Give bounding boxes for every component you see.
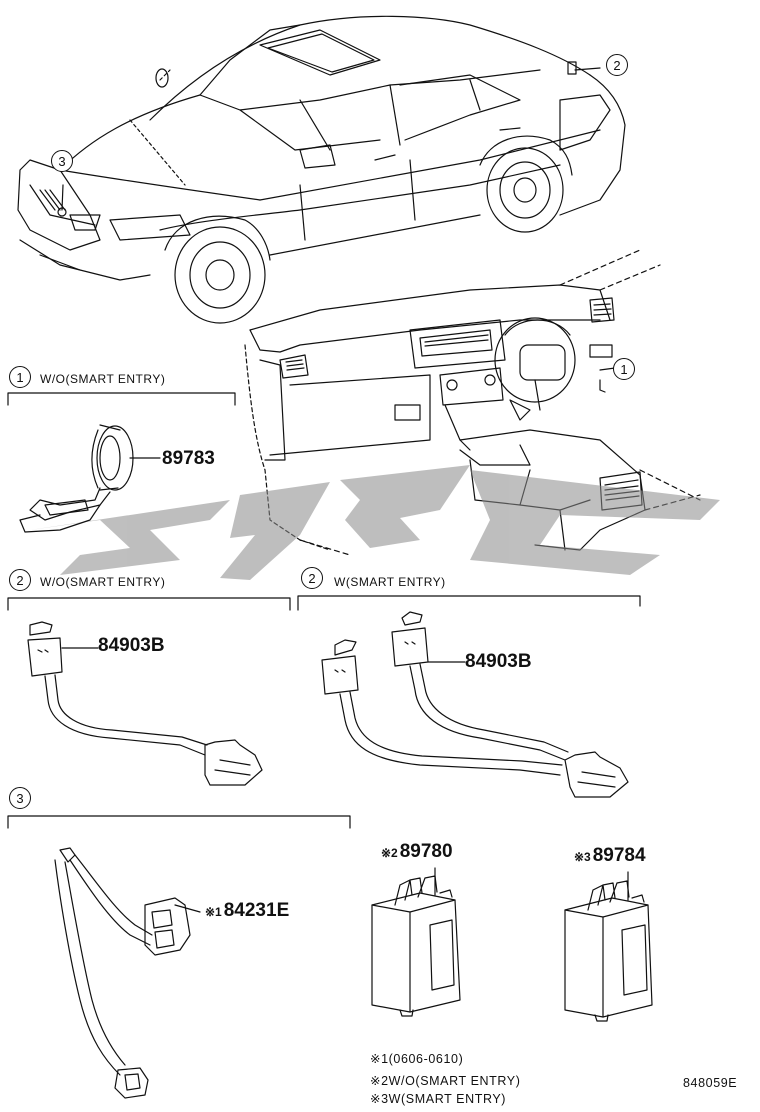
footnote-3-text: W(SMART ENTRY) — [388, 1092, 507, 1106]
callout-1-dash: 1 — [613, 358, 635, 380]
part-number-89783: 89783 — [162, 448, 215, 469]
section-2a-bracket — [7, 597, 291, 611]
diagram-code: 848059E — [683, 1076, 738, 1090]
watermark — [30, 465, 720, 580]
note-mark-1: ※1 — [205, 905, 222, 919]
section-2b-number: 2 — [301, 567, 323, 589]
footnote-3-mark: ※3 — [370, 1092, 389, 1106]
part-89780-drawing — [371, 867, 461, 1017]
note-mark-3: ※3 — [574, 850, 591, 864]
car-illustration — [17, 15, 626, 324]
footnote-2: ※2W/O(SMART ENTRY) — [370, 1073, 520, 1088]
callout-2-car: 2 — [606, 54, 628, 76]
footnote-2-text: W/O(SMART ENTRY) — [388, 1074, 521, 1088]
footnote-1-mark: ※1 — [370, 1052, 389, 1066]
callout-3-car: 3 — [51, 150, 73, 172]
footnote-1-text: (0606-0610) — [388, 1052, 464, 1066]
note-mark-2: ※2 — [381, 846, 398, 860]
footnote-3: ※3W(SMART ENTRY) — [370, 1091, 506, 1106]
section-2b-label: W(SMART ENTRY) — [334, 575, 446, 589]
section-1-bracket — [7, 392, 236, 406]
part-89783-drawing — [19, 424, 161, 533]
dashboard-illustration — [244, 249, 701, 556]
section-2a-number: 2 — [9, 569, 31, 591]
part-number-89780-text: 89780 — [399, 841, 453, 862]
part-number-84231E-text: 84231E — [223, 900, 290, 921]
part-84903B-pair-drawing — [321, 611, 629, 798]
part-number-84903B-single: 84903B — [98, 635, 165, 656]
part-89784-drawing — [564, 871, 653, 1022]
section-2a-label: W/O(SMART ENTRY) — [40, 575, 166, 589]
section-3-bracket — [7, 815, 351, 829]
footnote-2-mark: ※2 — [370, 1074, 389, 1088]
part-84903B-single-drawing — [27, 621, 263, 786]
section-1-number: 1 — [9, 366, 31, 388]
section-2b-bracket — [297, 595, 641, 611]
part-number-84903B-pair: 84903B — [465, 651, 532, 672]
footnote-1: ※1(0606-0610) — [370, 1051, 463, 1066]
part-84231E-drawing — [54, 847, 201, 1099]
section-3-number: 3 — [9, 787, 31, 809]
section-1-label: W/O(SMART ENTRY) — [40, 372, 166, 386]
part-number-89784-text: 89784 — [592, 845, 646, 866]
